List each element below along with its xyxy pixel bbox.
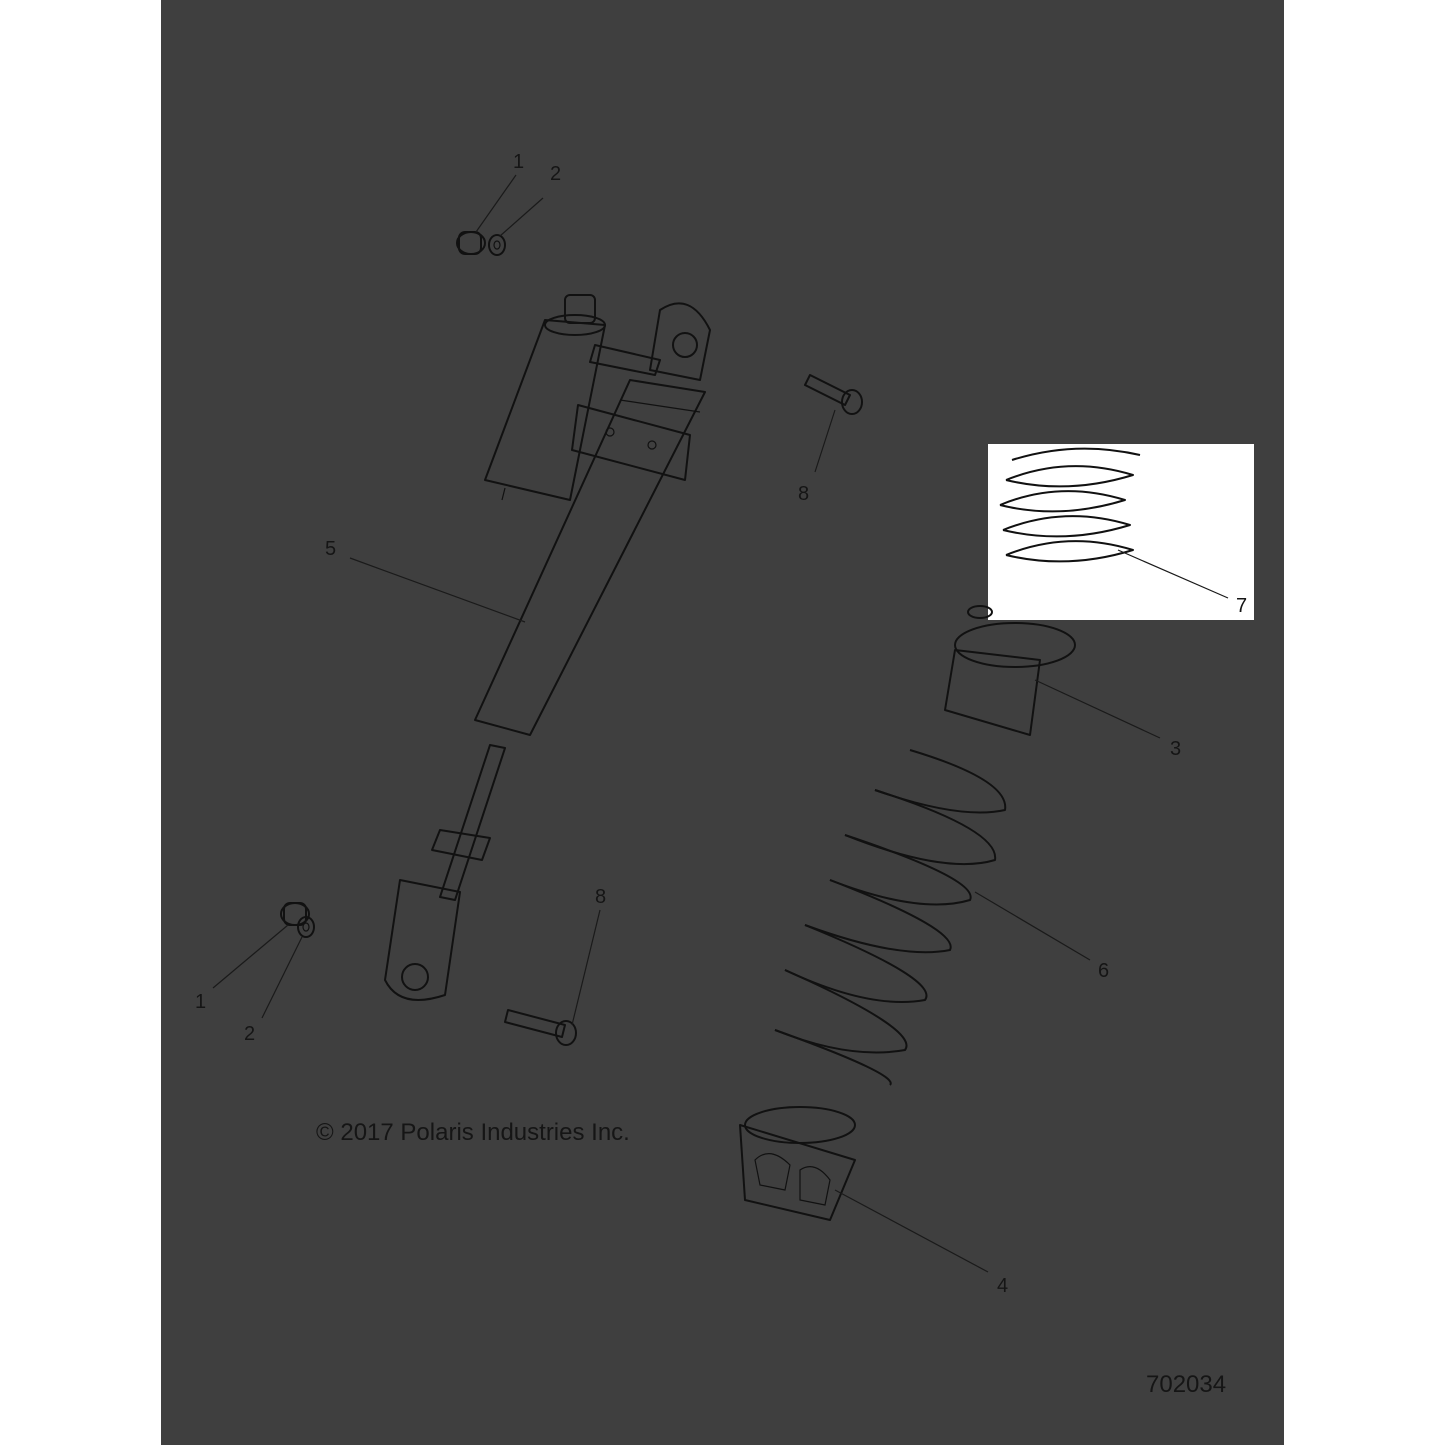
leader-7	[1117, 549, 1229, 599]
leader-2-top	[499, 197, 544, 237]
leader-8-upper	[814, 409, 836, 473]
leader-1-lower	[212, 924, 289, 989]
leader-5	[349, 557, 526, 623]
callout-8-lower: 8	[595, 886, 606, 908]
bolt-nut-lower	[280, 902, 310, 926]
spring-seat-upper	[944, 605, 1076, 736]
diagram-sheet	[161, 0, 1284, 1445]
callout-1-top: 1	[513, 151, 524, 173]
callout-3: 3	[1170, 738, 1181, 760]
callout-7: 7	[1236, 595, 1247, 617]
callout-2-top: 2	[550, 163, 561, 185]
spring-seat-lower	[739, 1106, 856, 1221]
callout-2-lower: 2	[244, 1023, 255, 1045]
leader-1-top	[475, 174, 517, 233]
callout-8-upper: 8	[798, 483, 809, 505]
main-spring	[774, 749, 1007, 1086]
spring-inset	[999, 447, 1141, 563]
callout-6: 6	[1098, 960, 1109, 982]
leader-3	[1034, 679, 1161, 739]
callout-4: 4	[997, 1275, 1008, 1297]
inset-box-item-7	[988, 444, 1254, 620]
bolt-upper	[804, 374, 863, 415]
bolt-lower	[504, 1009, 577, 1046]
copyright-notice: © 2017 Polaris Industries Inc.	[316, 1119, 630, 1146]
callout-5: 5	[325, 538, 336, 560]
bolt-nut-top	[456, 231, 486, 255]
callout-1-lower: 1	[195, 991, 206, 1013]
leader-2-lower	[261, 936, 303, 1019]
leader-8-lower	[571, 909, 601, 1026]
leader-4	[834, 1189, 989, 1273]
drawing-number: 702034	[1146, 1371, 1226, 1398]
shock-absorber	[384, 294, 711, 1001]
washer-lower	[297, 916, 315, 938]
leader-6	[974, 891, 1091, 961]
washer-top	[488, 234, 506, 256]
